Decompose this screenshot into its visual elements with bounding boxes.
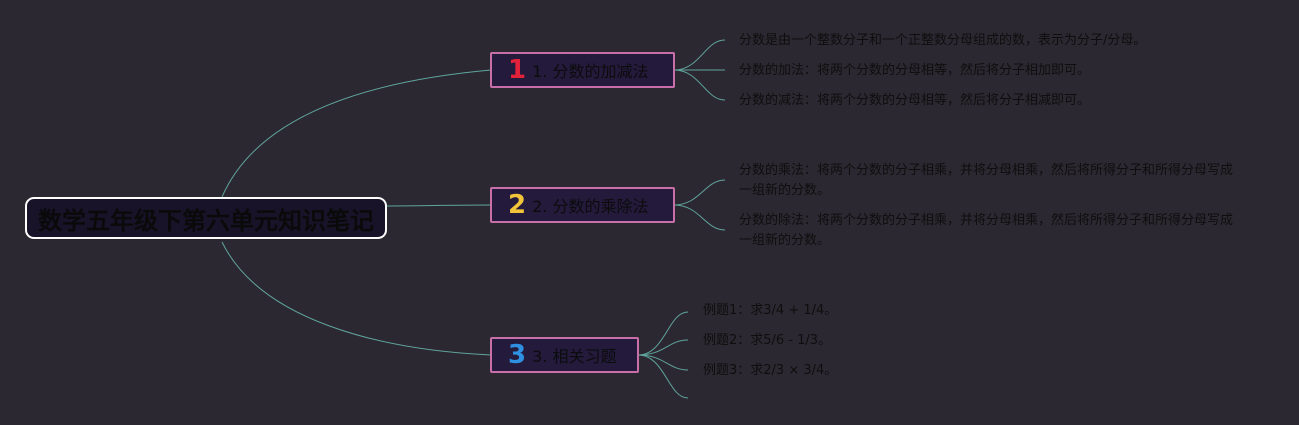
leaf-node-label: 例题3：求2/3 × 3/4。 — [703, 363, 838, 378]
connector-b3-leaf-2 — [637, 339, 689, 356]
leaf-node[interactable]: 分数的减法：将两个分数的分母相等，然后将分子相减即可。 — [739, 91, 1090, 111]
connector-root-branch-2 — [386, 204, 492, 207]
branch-node-3[interactable]: 3 3. 相关习题 — [490, 337, 639, 373]
root-node[interactable]: 数学五年级下第六单元知识笔记 — [25, 197, 387, 239]
connector-b1-leaf-3 — [673, 69, 726, 101]
leaf-node-label: 例题1：求3/4 + 1/4。 — [703, 303, 838, 318]
connector-b1-leaf-1 — [673, 39, 726, 71]
number-3-icon: 3 — [508, 340, 527, 370]
leaf-node-label: 分数的乘法：将两个分数的分子相乘，并将分母相乘，然后将所得分子和所得分母写成一组… — [739, 163, 1234, 198]
connector-b3-leaf-empty — [637, 354, 689, 399]
branch-node-label: 2. 分数的乘除法 — [532, 197, 649, 216]
branch-node-label: 1. 分数的加减法 — [532, 62, 649, 81]
connector-b2-leaf-1 — [673, 179, 726, 206]
connector-b3-leaf-3 — [637, 354, 689, 371]
leaf-node-label: 分数的除法：将两个分数的分子相乘，并将分母相乘，然后将所得分子和所得分母写成一组… — [739, 213, 1234, 248]
connector-root-branch-1 — [221, 69, 492, 198]
leaf-node[interactable]: 分数的加法：将两个分数的分母相等，然后将分子相加即可。 — [739, 61, 1090, 81]
branch-node-label: 3. 相关习题 — [532, 347, 617, 366]
leaf-node-label: 分数的减法：将两个分数的分母相等，然后将分子相减即可。 — [739, 93, 1091, 108]
branch-node-1[interactable]: 1 1. 分数的加减法 — [490, 52, 675, 88]
leaf-node[interactable]: 分数的乘法：将两个分数的分子相乘，并将分母相乘，然后将所得分子和所得分母写成一组… — [739, 161, 1234, 201]
number-1-icon: 1 — [508, 55, 527, 85]
leaf-node[interactable]: 例题3：求2/3 × 3/4。 — [703, 361, 837, 381]
leaf-node-label: 分数的加法：将两个分数的分母相等，然后将分子相加即可。 — [739, 63, 1091, 78]
connector-root-branch-3 — [221, 241, 492, 356]
branch-node-2[interactable]: 2 2. 分数的乘除法 — [490, 187, 675, 223]
leaf-node-label: 例题2：求5/6 - 1/3。 — [703, 333, 832, 348]
leaf-node[interactable]: 分数的除法：将两个分数的分子相乘，并将分母相乘，然后将所得分子和所得分母写成一组… — [739, 211, 1234, 251]
connector-b3-leaf-1 — [637, 311, 689, 356]
root-node-label: 数学五年级下第六单元知识笔记 — [38, 206, 374, 235]
connector-b2-leaf-2 — [673, 204, 726, 231]
number-2-icon: 2 — [508, 190, 527, 220]
leaf-node[interactable]: 例题1：求3/4 + 1/4。 — [703, 301, 837, 321]
leaf-node[interactable]: 分数是由一个整数分子和一个正整数分母组成的数，表示为分子/分母。 — [739, 31, 1146, 51]
leaf-node-label: 分数是由一个整数分子和一个正整数分母组成的数，表示为分子/分母。 — [739, 33, 1147, 48]
leaf-node[interactable]: 例题2：求5/6 - 1/3。 — [703, 331, 831, 351]
